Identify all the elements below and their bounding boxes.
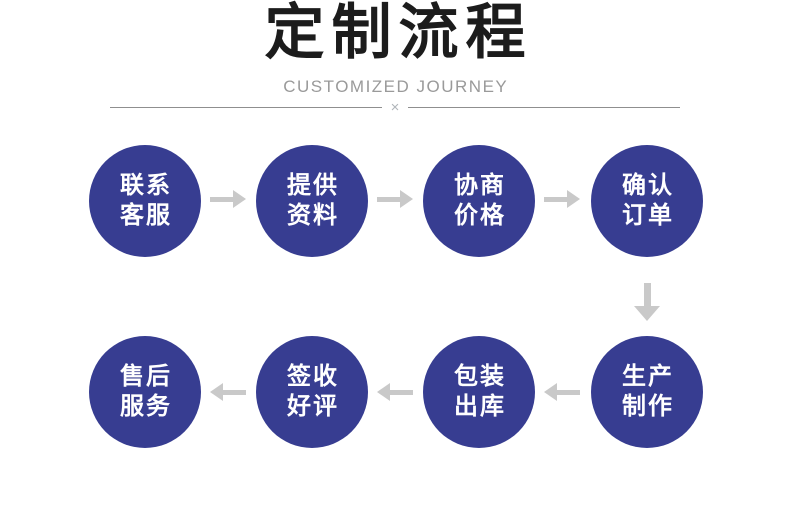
step-label-line1: 联系 <box>120 172 172 199</box>
divider-x-icon: × <box>390 98 400 116</box>
page-subtitle: CUSTOMIZED JOURNEY <box>283 77 509 96</box>
arrow-down-icon <box>634 283 660 321</box>
arrow-right-icon <box>544 190 580 208</box>
step-label-line1: 售后 <box>120 363 172 390</box>
arrow-right-icon <box>377 190 413 208</box>
step-provide-materials: 提供 资料 <box>256 145 368 257</box>
arrow-left-icon <box>210 383 246 401</box>
step-label-line2: 资料 <box>287 202 339 229</box>
step-receive-review: 签收 好评 <box>256 336 368 448</box>
arrow-right-icon <box>210 190 246 208</box>
divider-line-left <box>110 106 382 108</box>
step-production: 生产 制作 <box>591 336 703 448</box>
step-packing-shipping: 包装 出库 <box>423 336 535 448</box>
step-label-line1: 签收 <box>287 363 339 390</box>
step-label-line1: 协商 <box>454 172 506 199</box>
arrow-left-icon <box>377 383 413 401</box>
step-after-sales: 售后 服务 <box>89 336 201 448</box>
page-title: 定制流程 <box>264 0 533 66</box>
step-label-line1: 提供 <box>287 172 339 199</box>
step-label-line1: 包装 <box>454 363 506 390</box>
step-confirm-order: 确认 订单 <box>591 145 703 257</box>
step-negotiate-price: 协商 价格 <box>423 145 535 257</box>
step-label-line2: 服务 <box>120 393 172 420</box>
step-label-line1: 确认 <box>622 172 674 199</box>
step-label-line2: 订单 <box>622 202 674 229</box>
step-label-line2: 好评 <box>287 393 339 420</box>
step-label-line2: 价格 <box>454 202 506 229</box>
divider-line-right <box>408 106 681 108</box>
arrow-left-icon <box>544 383 580 401</box>
step-contact-service: 联系 客服 <box>89 145 201 257</box>
step-label-line2: 客服 <box>120 202 172 229</box>
step-label-line1: 生产 <box>622 363 674 390</box>
step-label-line2: 制作 <box>622 393 674 420</box>
step-label-line2: 出库 <box>454 393 506 420</box>
divider: × <box>110 98 681 116</box>
